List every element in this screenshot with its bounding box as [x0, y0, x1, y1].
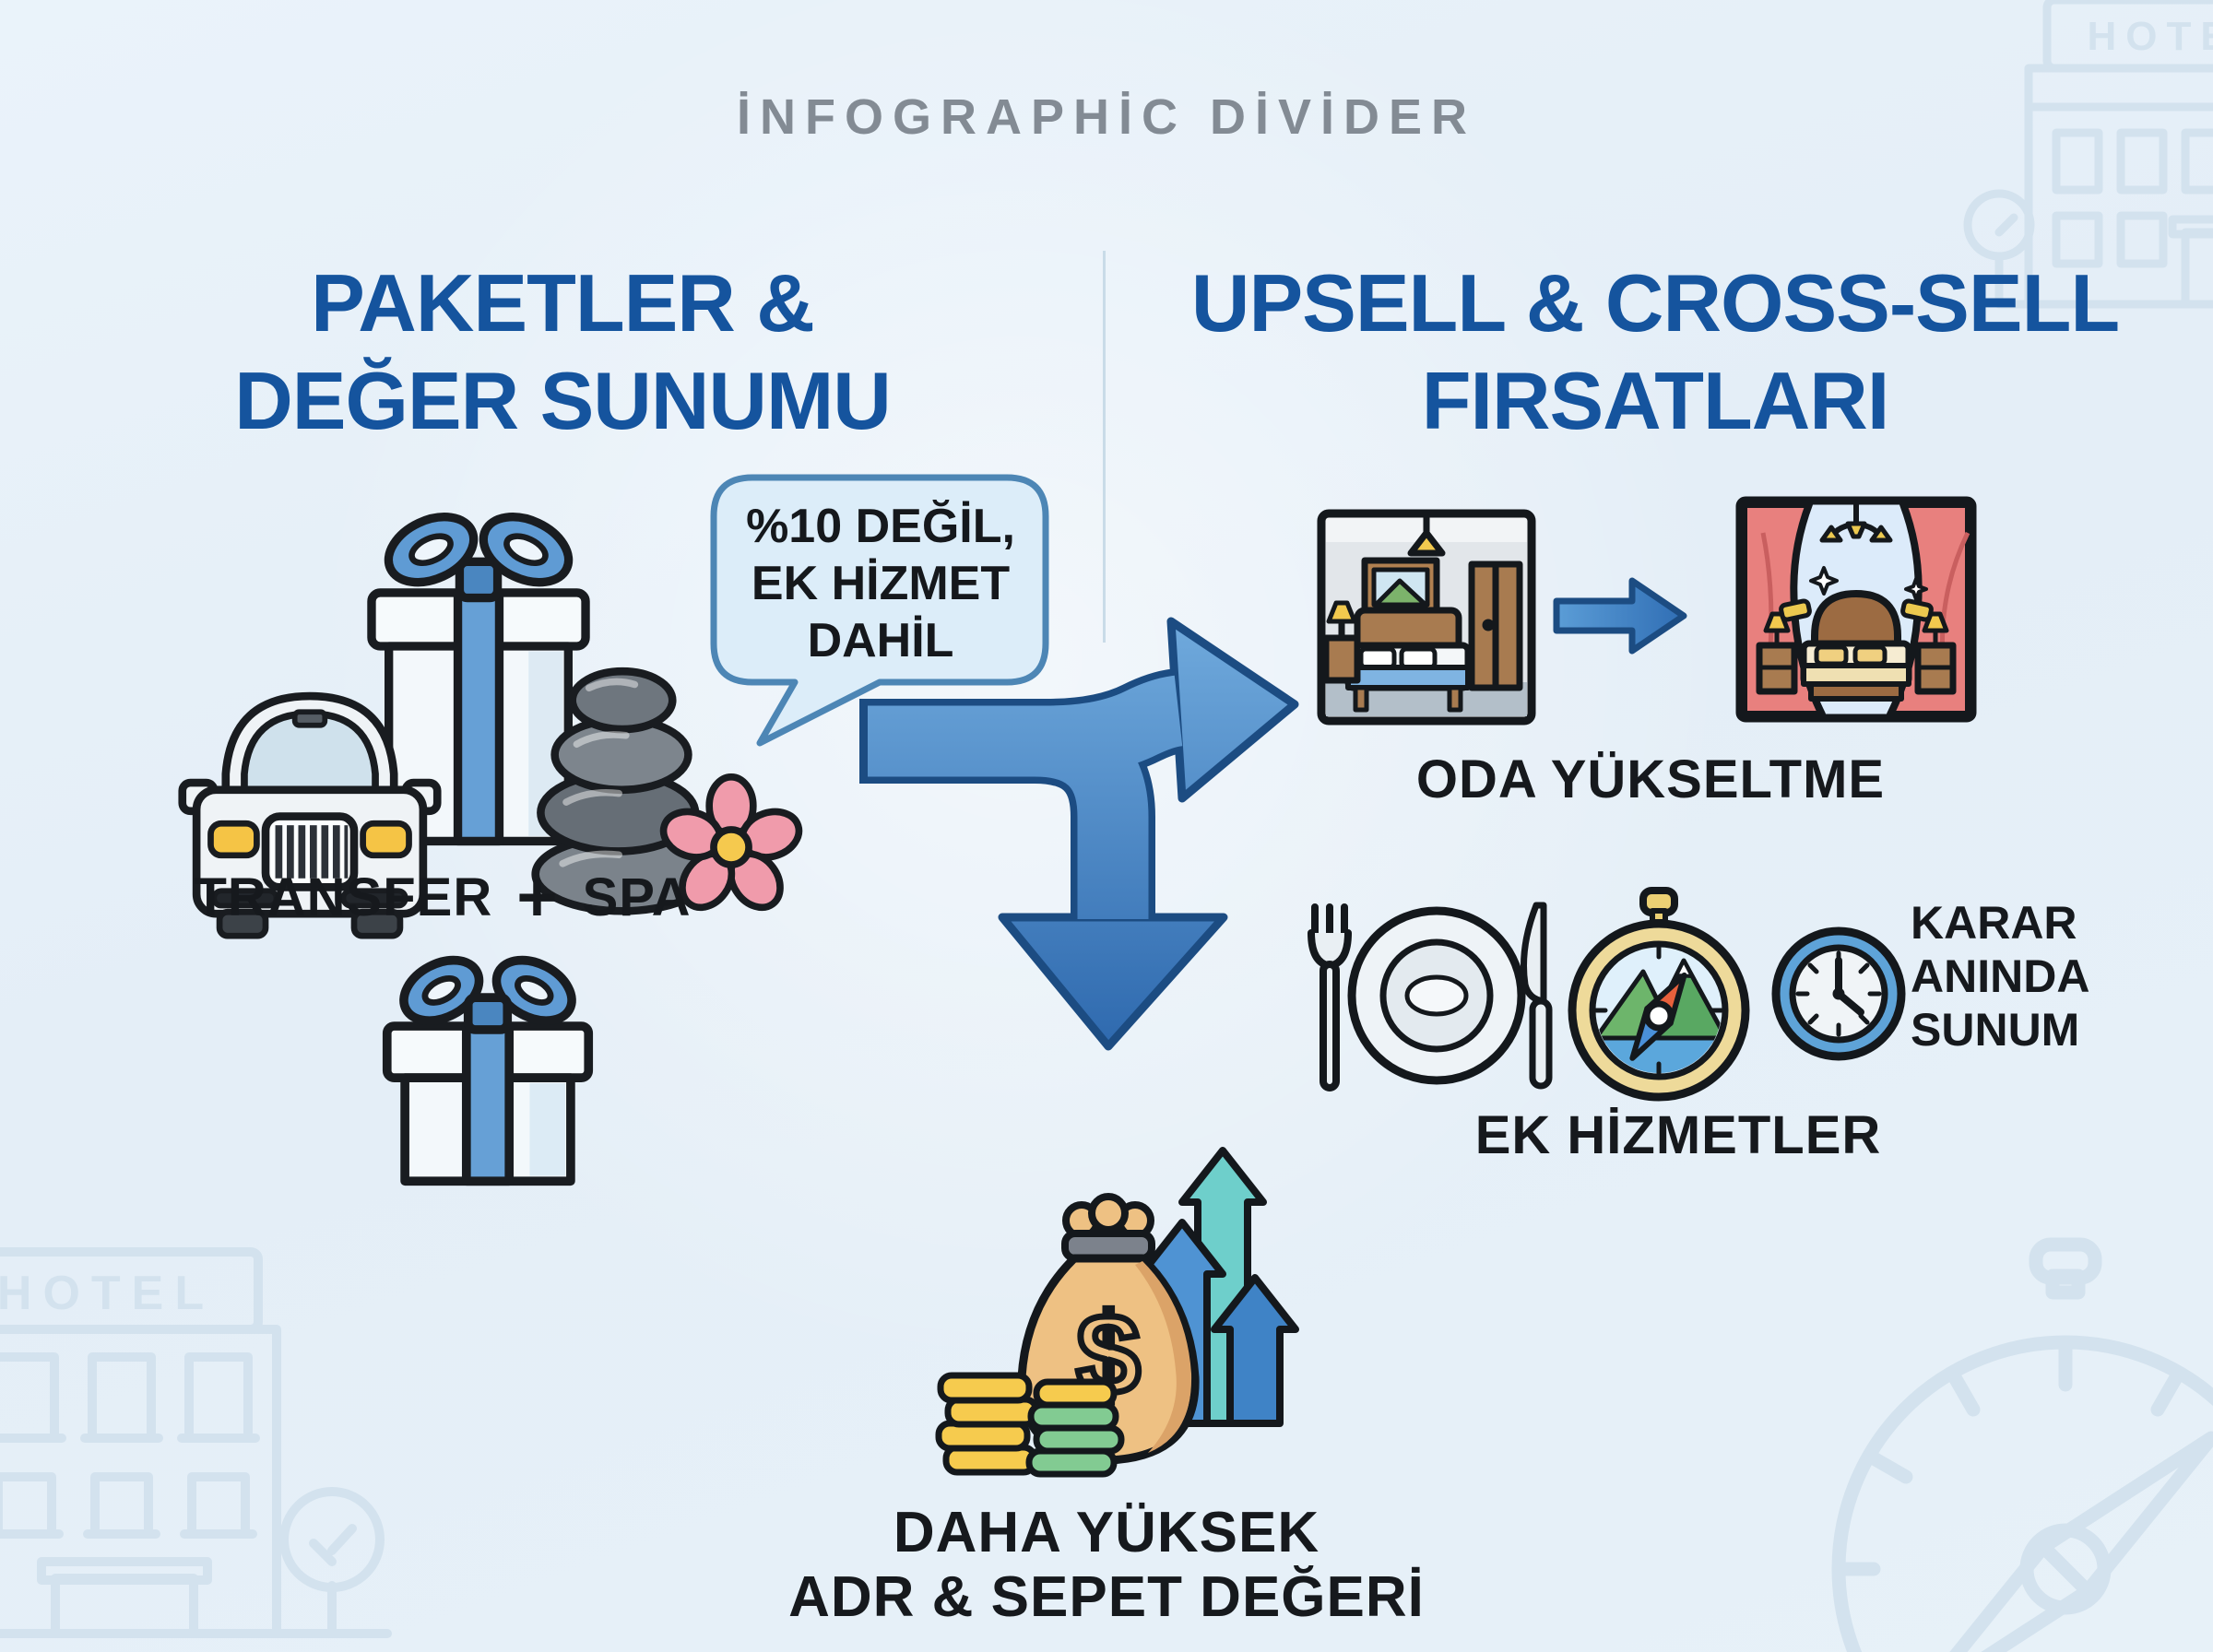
standard-room-icon: [1317, 509, 1536, 726]
spa-stones-icon: [531, 667, 714, 915]
right-heading-line2: FIRSATLARI: [1421, 355, 1890, 446]
section-divider: [1103, 251, 1106, 643]
dining-icon: [1308, 902, 1553, 1092]
upgrade-arrow-icon: [1553, 577, 1687, 655]
result-caption-line1: DAHA YÜKSEK: [893, 1501, 1320, 1564]
compass-icon: [1568, 887, 1750, 1102]
left-heading-line2: DEĞER SUNUMU: [234, 355, 892, 446]
bundle-caption: TRANSFER + SPA: [120, 857, 765, 938]
timing-line1: KARAR: [1911, 897, 2077, 949]
page-title: İNFOGRAPHİC DİVİDER: [736, 89, 1477, 145]
gift-box-icon: [382, 955, 594, 1186]
hotel-watermark: HOTEL: [0, 1247, 392, 1638]
right-heading-line1: UPSELL & CROSS-SELL: [1190, 257, 2120, 348]
room-upgrade-caption: ODA YÜKSELTME: [1415, 749, 1886, 809]
branch-arrow-icon: [859, 617, 1299, 1051]
hotel-sign-label: HOTEL: [0, 1267, 215, 1320]
timing-line3: SUNUM: [1911, 1004, 2080, 1056]
spa-label: SPA: [582, 867, 692, 927]
luxury-car-icon: [178, 691, 442, 939]
services-caption: EK HİZMETLER: [1474, 1105, 1882, 1165]
bubble-line2: EK HİZMET: [751, 557, 1011, 610]
compass-watermark: [1831, 1237, 2213, 1652]
bubble-line1: %10 DEĞİL,: [746, 500, 1015, 553]
coins-icon: [935, 1372, 1125, 1478]
speech-bubble: [710, 474, 1049, 747]
left-heading-line1: PAKETLER &: [311, 257, 815, 348]
hotel-sign-label: HOTEL: [2087, 14, 2213, 59]
plus-sign: +: [516, 858, 559, 937]
clock-icon: [1771, 926, 1906, 1061]
luxury-room-icon: [1735, 496, 1977, 723]
result-caption-line2: ADR & SEPET DEĞERİ: [788, 1565, 1425, 1629]
bubble-line3: DAHİL: [807, 614, 954, 667]
flower-icon: [659, 773, 803, 912]
timing-line2: ANINDA: [1911, 950, 2090, 1002]
hotel-watermark: HOTEL: [1963, 0, 2213, 309]
transfer-label: TRANSFER: [194, 867, 493, 927]
